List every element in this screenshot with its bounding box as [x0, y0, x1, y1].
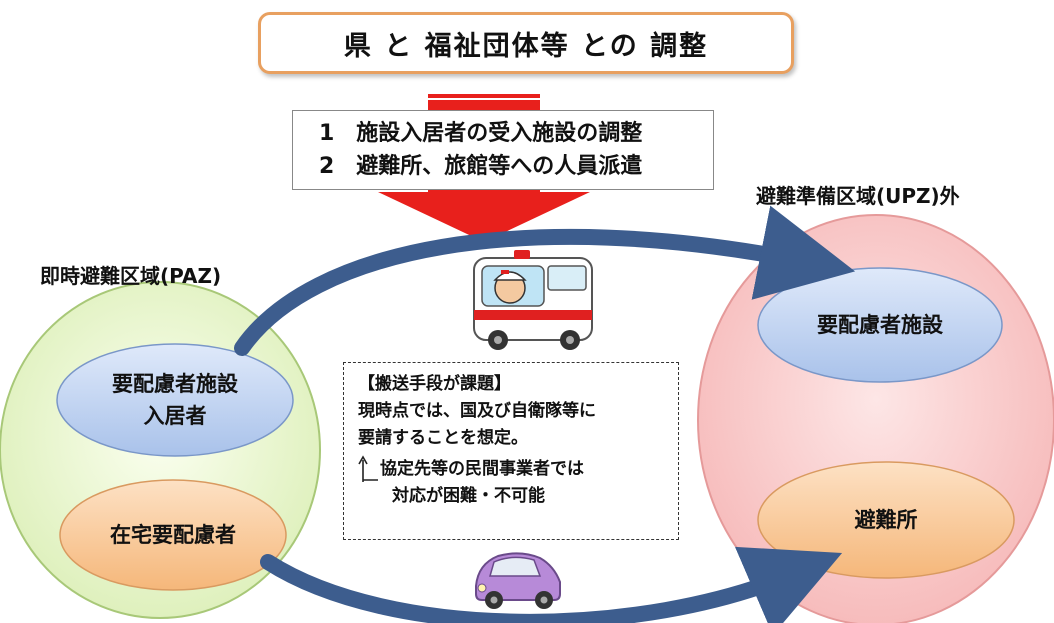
tasks-box: 1 施設入居者の受入施設の調整 2 避難所、旅館等への人員派遣 — [292, 110, 714, 190]
note-heading: 【搬送手段が課題】 — [358, 374, 511, 394]
left-top-node-shape — [56, 343, 294, 457]
note-line-2: 要請することを想定。 — [358, 428, 528, 448]
left-top-node-line2: 入居者 — [143, 404, 207, 428]
note-sub-line-1-row: 協定先等の民間事業者では — [358, 455, 678, 483]
upper-transfer-arrow — [234, 205, 856, 356]
left-top-node: 要配慮者施設 入居者 — [57, 346, 293, 454]
task-item-1: 1 施設入居者の受入施設の調整 — [319, 121, 643, 146]
task-item-2: 2 避難所、旅館等への人員派遣 — [319, 154, 643, 179]
lower-transfer-arrow — [260, 546, 843, 623]
ambulance-icon — [473, 250, 593, 350]
note-sub-line-2: 対応が困難・不可能 — [392, 486, 545, 506]
right-top-node: 要配慮者施設 — [817, 313, 943, 337]
note-sub-line-1: 協定先等の民間事業者では — [380, 459, 584, 479]
car-icon — [475, 552, 561, 609]
left-bottom-node: 在宅要配慮者 — [110, 523, 236, 547]
right-bottom-node: 避難所 — [854, 508, 918, 532]
page-title: 県 と 福祉団体等 との 調整 — [258, 12, 794, 74]
left-top-node-line1: 要配慮者施設 — [112, 372, 238, 396]
right-region-label: 避難準備区域(UPZ)外 — [756, 184, 960, 208]
left-bottom-node-shape — [59, 479, 287, 591]
note-line-1: 現時点では、国及び自衛隊等に — [358, 401, 596, 421]
corner-arrow-icon — [358, 455, 378, 482]
left-region-label: 即時避難区域(PAZ) — [40, 264, 222, 288]
transport-issue-note: 【搬送手段が課題】 現時点では、国及び自衛隊等に 要請することを想定。 協定先等… — [343, 362, 679, 540]
